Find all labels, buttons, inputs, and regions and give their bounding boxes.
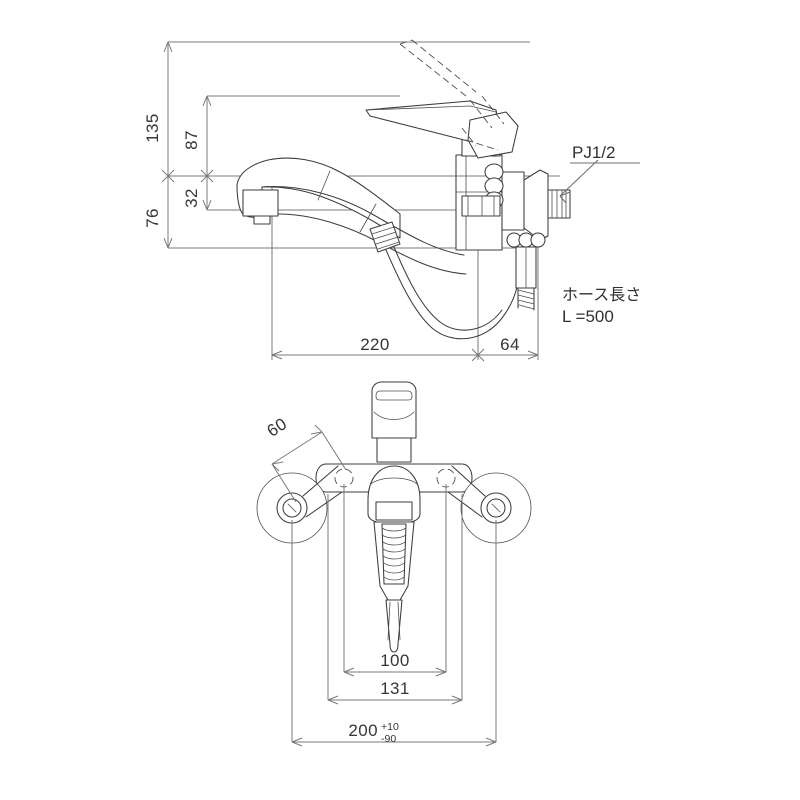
- left-wall-flange: [256, 465, 343, 544]
- valve-dome-band: [375, 501, 413, 521]
- dimension-76-label: 76: [143, 208, 162, 228]
- dimension-200-tolerance-lower: -90: [381, 733, 396, 745]
- dimension-200: 200 +10 -90: [291, 721, 497, 747]
- side-elevation-view: 135 87 32 76: [143, 39, 641, 362]
- dimension-100: 100: [343, 651, 447, 677]
- spout-arm-lower: [277, 213, 467, 275]
- spout-joint-line-a: [317, 170, 331, 201]
- dimension-200-tolerance-upper: +10: [381, 721, 399, 733]
- lever-handle-edge: [365, 105, 497, 113]
- dimension-131: 131: [327, 679, 463, 705]
- pj-threaded-spigot: [547, 189, 571, 219]
- inlet-elbow-body: [501, 171, 525, 231]
- hose-tail-inner: [387, 601, 401, 641]
- hose-corrugation-spout: [369, 221, 401, 253]
- hose-length-label-line2: L =500: [562, 307, 614, 326]
- wall-flange-cone: [523, 169, 549, 241]
- spray-head-collar: [242, 189, 279, 217]
- lever-handle-raised-ghost: [399, 39, 505, 151]
- dimension-76: 76: [143, 176, 173, 249]
- pj-thread-label: PJ1/2: [572, 143, 615, 162]
- lever-hub: [467, 111, 519, 159]
- dimension-220-label: 220: [360, 335, 390, 354]
- dimension-200-label: 200: [348, 721, 378, 740]
- dimension-64-label: 64: [500, 335, 520, 354]
- spray-nozzle-outlet: [253, 215, 271, 225]
- dimension-135-label: 135: [143, 113, 162, 143]
- front-elevation-view: 60 100 131 200 +10: [256, 381, 532, 747]
- dimension-87-label: 87: [182, 130, 201, 150]
- spout-arm-upper: [261, 186, 465, 256]
- front-view-extension-lines: [291, 484, 497, 742]
- dimension-220: 220: [271, 335, 485, 362]
- dimension-135: 135: [143, 41, 175, 183]
- front-spout: [371, 381, 417, 463]
- hose-connector: [506, 232, 546, 311]
- spout-joint-line-b: [359, 203, 377, 233]
- dimension-87: 87: [182, 95, 214, 183]
- dimension-32: 32: [182, 176, 212, 211]
- valve-dome-highlight: [370, 477, 418, 485]
- hex-nut: [461, 195, 501, 217]
- dimension-64: 64: [478, 335, 539, 360]
- hose-tail: [385, 599, 403, 653]
- pj-thread-annotation: PJ1/2: [559, 143, 640, 204]
- dimension-32-label: 32: [182, 188, 201, 208]
- flexible-hose-inner: [393, 246, 503, 331]
- hex-nut-facets: [467, 195, 495, 217]
- hose-length-annotation: ホース長さ L =500: [562, 285, 641, 326]
- dimension-131-label: 131: [380, 679, 410, 698]
- hose-coil-spring: [381, 523, 407, 585]
- hose-length-label-line1: ホース長さ: [562, 285, 641, 304]
- dimension-60-label: 60: [264, 414, 291, 441]
- flexible-hose: [385, 249, 521, 340]
- dimension-100-label: 100: [380, 651, 410, 670]
